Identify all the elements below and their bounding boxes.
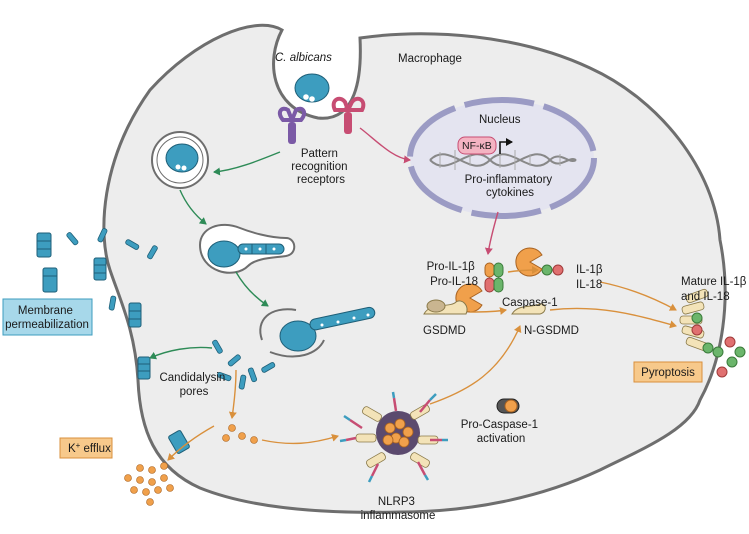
membrane-permeabilization-label: Membrane permeabilization — [5, 305, 89, 331]
k-efflux-box — [59, 437, 113, 459]
caspase1-label: Caspase-1 — [502, 297, 558, 309]
receptor-purple-icon — [277, 106, 307, 144]
membrane-pore-lower — [137, 356, 151, 380]
pattern-recognition-receptors-label: Pattern recognition receptors — [291, 148, 350, 186]
candidalysin-pores-label: Candidalysin pores — [159, 372, 228, 398]
arrow-k-efflux-out — [167, 425, 215, 461]
il-beads — [541, 264, 564, 276]
c-albicans-cell — [294, 73, 330, 103]
pro-il-label: Pro-IL-1β Pro-IL-18 — [427, 261, 478, 288]
nfkb-label: NF-κB — [462, 140, 492, 152]
candidalysin-peptides — [66, 228, 276, 390]
arrow-pro-il-to-il — [507, 266, 539, 275]
arrow-hypha-to-rupture — [235, 271, 269, 307]
arrow-n-gsdmd-to-pyroptosis — [549, 307, 677, 329]
nlrp3-label: NLRP3 inflammasome — [361, 496, 436, 522]
n-gsdmd-protein-icon — [511, 303, 546, 315]
phagosome-ruptured-hypha — [259, 306, 376, 358]
nfkb-badge — [457, 136, 497, 155]
nucleus — [407, 97, 597, 219]
arrow-receptor-to-nucleus — [359, 127, 411, 164]
pyroptosis-label: Pyroptosis — [641, 367, 695, 379]
pro-caspase1-capsule — [496, 398, 520, 414]
membrane-permeabilization-box — [2, 298, 93, 336]
arrow-pores-to-k — [228, 369, 237, 419]
arrow-il-to-pyroptosis — [599, 281, 677, 311]
potassium-ions-outside — [124, 462, 174, 506]
mature-il-label: Mature IL-1β and IL-18 — [681, 276, 749, 303]
transcription-arrow-icon — [499, 138, 513, 154]
potassium-ions-inside — [222, 424, 258, 444]
macrophage-label: Macrophage — [398, 53, 462, 65]
dna-helix — [429, 150, 577, 170]
k-efflux-pore — [168, 430, 190, 454]
il-label: IL-1β IL-18 — [576, 264, 606, 291]
k-efflux-label: K+ efflux — [68, 441, 111, 455]
phagosome-yeast — [151, 131, 209, 189]
gsdmd-protein-icon — [423, 299, 468, 315]
gsdmd-label: GSDMD — [423, 325, 466, 337]
released-il-beads — [702, 336, 746, 378]
arrow-k-to-inflammasome — [261, 433, 339, 445]
pro-il-capsules — [484, 262, 504, 293]
arrow-inflammasome-to-n-gsdmd — [429, 325, 522, 405]
arrow-nucleus-to-pro-il — [484, 211, 499, 255]
receptor-pink-icon — [331, 96, 366, 134]
arrow-receptor-to-phagosome — [213, 151, 281, 176]
pro-caspase1-label: Pro-Caspase-1 activation — [461, 419, 542, 445]
n-gsdmd-label: N-GSDMD — [524, 325, 579, 337]
arrow-to-membrane-permeabilization — [149, 346, 213, 360]
arrow-gsdmd-to-n-gsdmd — [469, 307, 507, 315]
c-albicans-label: C. albicans — [275, 52, 332, 64]
membrane-pore-middle — [42, 267, 142, 328]
membrane-pore-upper — [36, 232, 107, 281]
nucleus-label: Nucleus — [479, 114, 521, 126]
pyroptosis-box — [633, 361, 703, 383]
pro-inflammatory-cytokines-label: Pro-inflammatory cytokines — [465, 174, 556, 199]
pyroptosis-pore-icon — [679, 288, 709, 352]
phagosome-hypha-forming — [198, 223, 296, 274]
arrow-phagosome-to-hypha — [179, 189, 207, 225]
nlrp3-inflammasome-icon — [339, 391, 448, 483]
